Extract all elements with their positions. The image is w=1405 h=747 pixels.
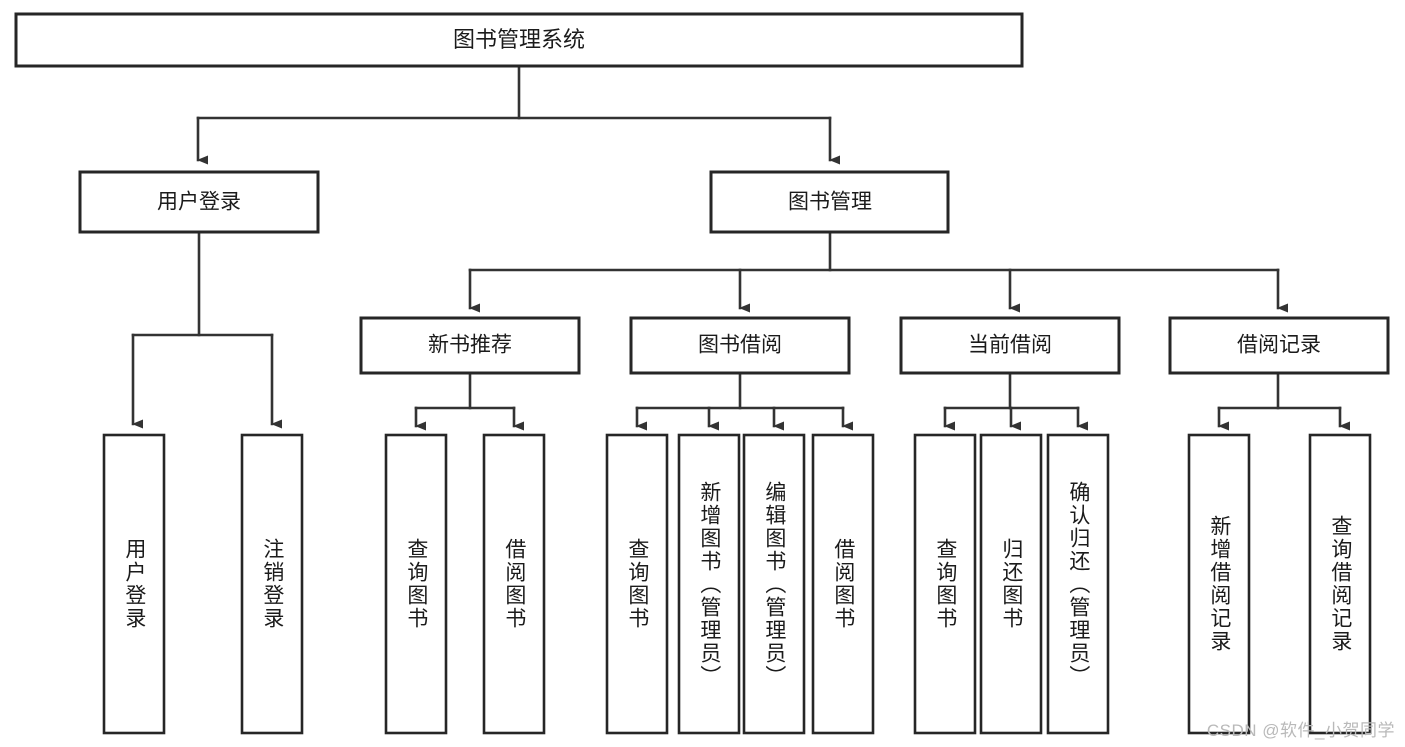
node-root-title-box[interactable] <box>14 12 1024 68</box>
connector-group-borrow-record <box>1217 371 1350 431</box>
node-current-borrow-box[interactable] <box>899 316 1121 375</box>
node-book-manage-box[interactable] <box>709 170 950 234</box>
watermark-text: CSDN @软件_小贺同学 <box>1206 721 1395 740</box>
node-book-manage[interactable]: 图书管理 <box>709 170 950 234</box>
node-book-borrow-label: 图书借阅 <box>698 334 782 357</box>
node-new-book-rec-label: 新书推荐 <box>428 334 512 357</box>
leaf-box-logout[interactable] <box>240 433 304 735</box>
connector-group-root <box>196 64 840 165</box>
node-borrow-record[interactable]: 借阅记录 <box>1168 316 1390 375</box>
leaf-box-confirm-return[interactable] <box>1046 433 1110 735</box>
connector-group-book-borrow <box>635 371 853 431</box>
leaf-box-query-book-1[interactable] <box>384 433 448 735</box>
connector-group-new-book-rec <box>414 371 524 431</box>
leaf-box-return-book[interactable] <box>979 433 1043 735</box>
leaf-boxes <box>102 433 1372 735</box>
node-root-title-label: 图书管理系统 <box>453 27 585 52</box>
leaf-box-add-book[interactable] <box>677 433 741 735</box>
node-new-book-rec-box[interactable] <box>359 316 581 375</box>
node-user-login-label: 用户登录 <box>157 191 241 214</box>
connector-group-user-login <box>131 230 282 429</box>
node-current-borrow[interactable]: 当前借阅 <box>899 316 1121 375</box>
node-book-manage-label: 图书管理 <box>788 191 872 214</box>
leaf-box-user-login[interactable] <box>102 433 166 735</box>
connector-group-current-borrow <box>943 371 1088 431</box>
leaf-box-edit-book[interactable] <box>742 433 806 735</box>
leaf-box-query-book-3[interactable] <box>913 433 977 735</box>
node-user-login[interactable]: 用户登录 <box>78 170 320 234</box>
node-borrow-record-label: 借阅记录 <box>1237 334 1321 357</box>
node-new-book-rec[interactable]: 新书推荐 <box>359 316 581 375</box>
leaf-box-borrow-book-2[interactable] <box>811 433 875 735</box>
node-borrow-record-box[interactable] <box>1168 316 1390 375</box>
leaf-box-add-record[interactable] <box>1187 433 1251 735</box>
node-book-borrow[interactable]: 图书借阅 <box>629 316 851 375</box>
connector-group-book-manage <box>468 230 1288 313</box>
leaf-box-query-record[interactable] <box>1308 433 1372 735</box>
node-root-title[interactable]: 图书管理系统 <box>14 12 1024 68</box>
node-book-borrow-box[interactable] <box>629 316 851 375</box>
node-user-login-box[interactable] <box>78 170 320 234</box>
node-current-borrow-label: 当前借阅 <box>968 334 1052 357</box>
leaf-box-borrow-book-1[interactable] <box>482 433 546 735</box>
leaf-box-query-book-2[interactable] <box>605 433 669 735</box>
